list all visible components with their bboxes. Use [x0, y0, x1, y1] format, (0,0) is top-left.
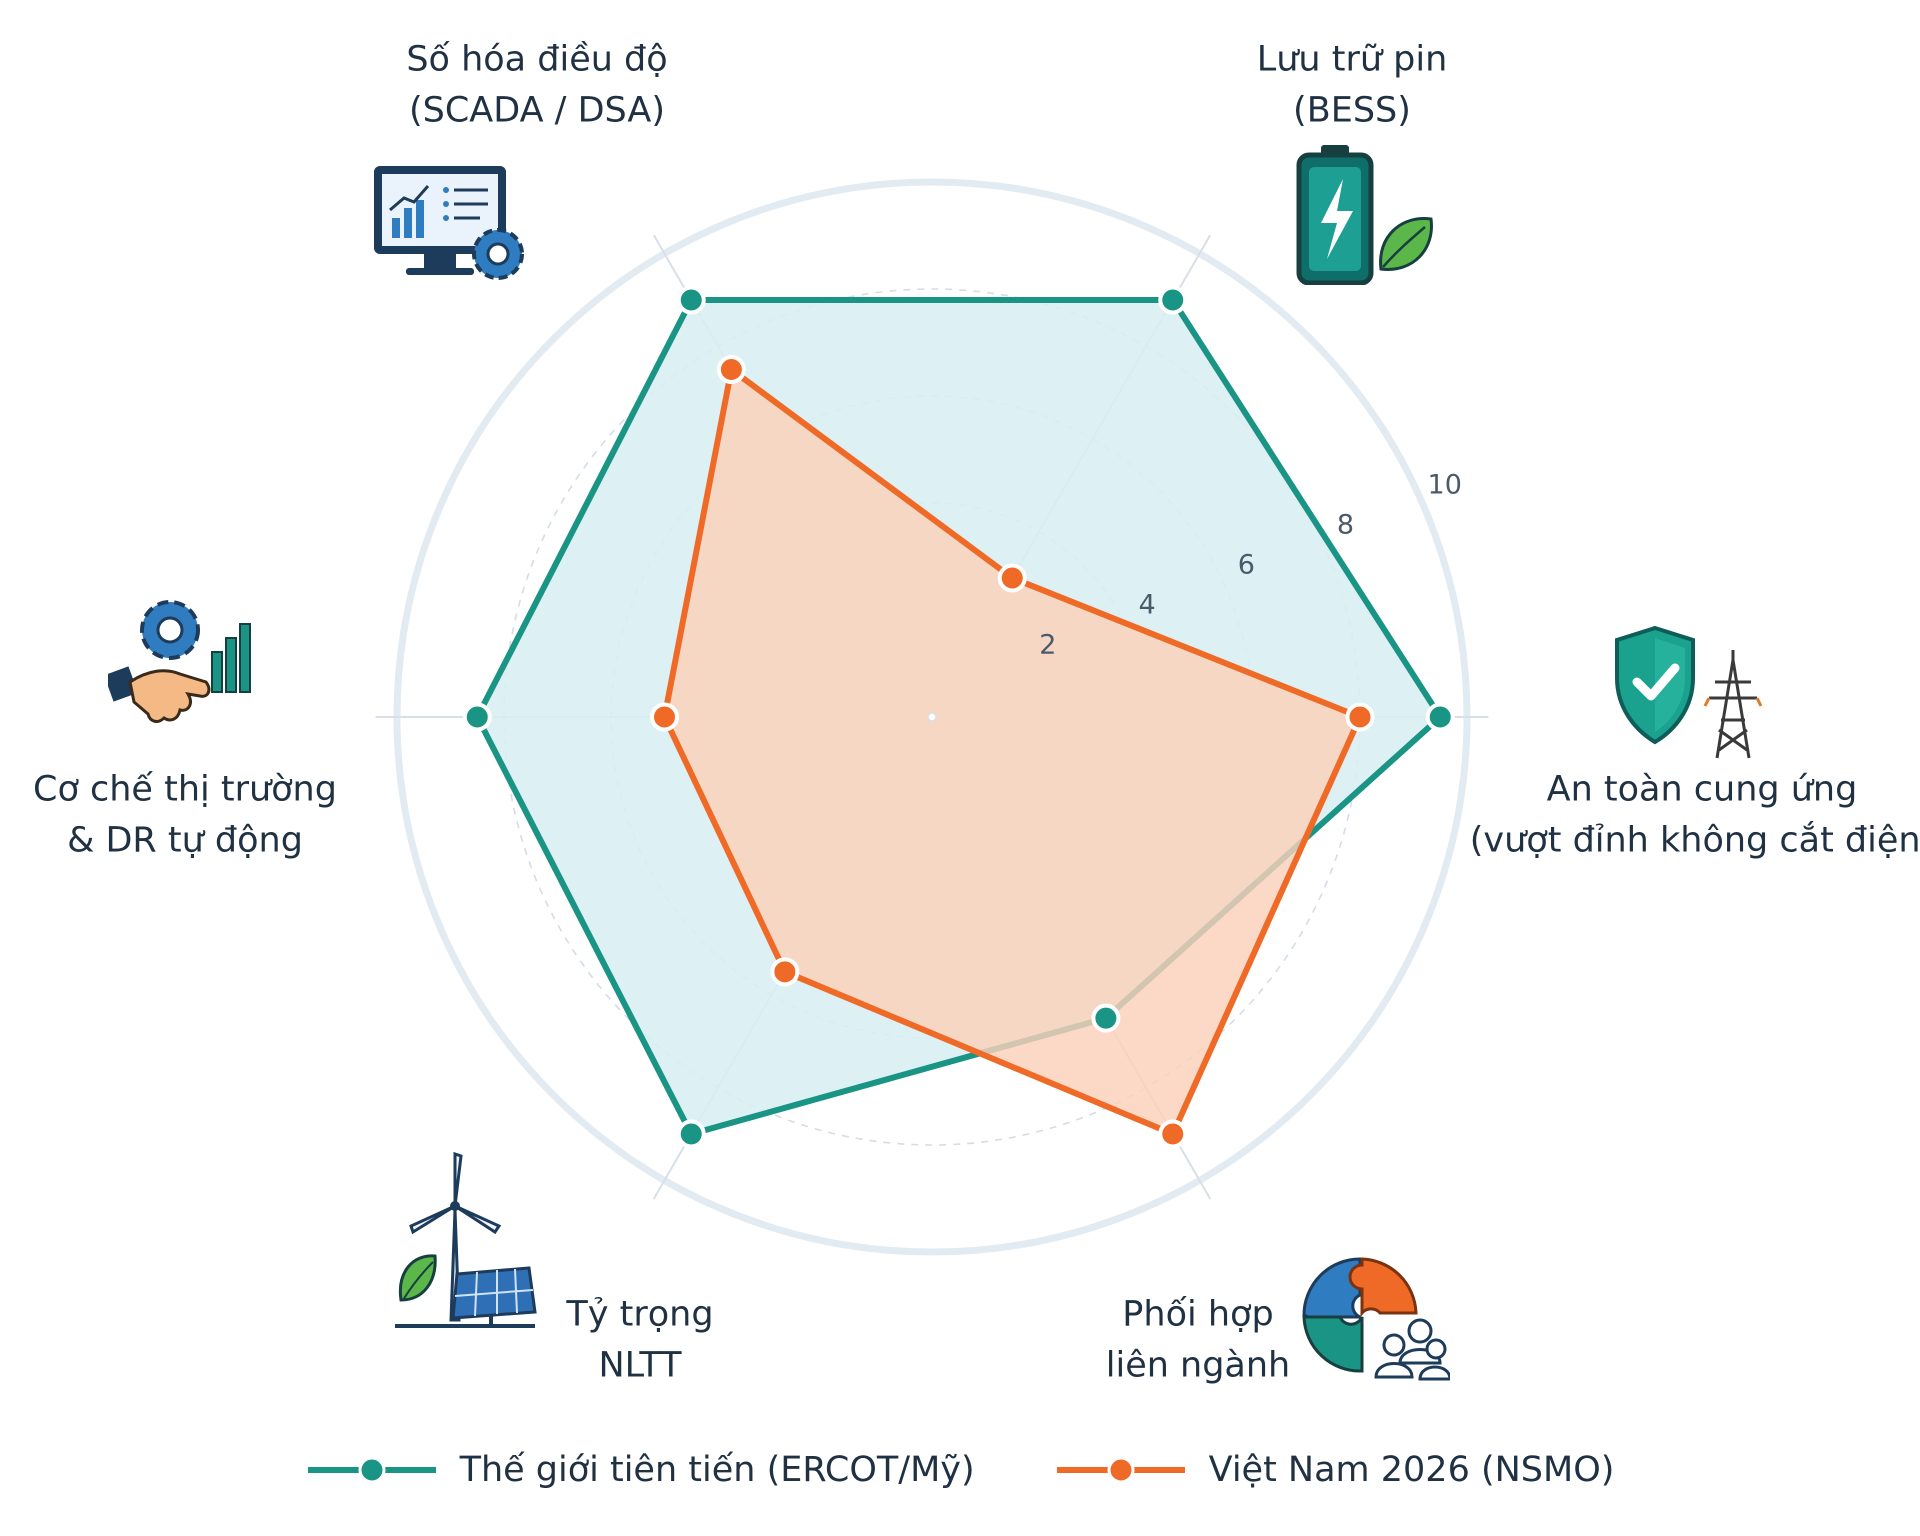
wind-solar-icon [395, 1151, 537, 1328]
axis-label-3-line-2: (SCADA / DSA) [409, 90, 665, 130]
tick-label-4: 4 [1138, 589, 1156, 621]
axis-label-2-line-1: Lưu trữ pin [1256, 39, 1448, 80]
axis-label-2: Lưu trữ pin (BESS) [1257, 34, 1448, 136]
point-s1-2 [1158, 285, 1188, 315]
point-s2-5 [770, 957, 800, 987]
axis-label-2-line-2: (BESS) [1293, 90, 1411, 130]
monitor-gear-icon [374, 166, 524, 280]
point-s1-3 [676, 285, 706, 315]
point-s2-3 [716, 355, 746, 385]
axis-label-3-line-1: Số hóa điều độ [406, 39, 668, 80]
axis-label-1-line-1: An toàn cung ứng [1546, 769, 1858, 810]
point-s1-4 [462, 702, 492, 732]
axis-label-6-line-1: Phối hợp [1122, 1294, 1274, 1335]
handshake-gear-icon [108, 600, 251, 723]
point-s1-1 [1425, 702, 1455, 732]
legend-item-1: Thế giới tiên tiến (ERCOT/Mỹ) [306, 1450, 975, 1490]
axis-label-4-line-1: Cơ chế thị trường [33, 769, 337, 810]
shield-check-pylon-icon [1615, 625, 1763, 759]
tick-label-2: 2 [1039, 629, 1057, 661]
tick-label-8: 8 [1336, 509, 1355, 541]
legend-item-2: Việt Nam 2026 (NSMO) [1055, 1450, 1615, 1490]
axis-label-5-line-1: Tỷ trọng [566, 1294, 714, 1335]
series-areas [474, 297, 1444, 1137]
axis-label-6-line-2: liên ngành [1105, 1345, 1291, 1385]
axis-label-1: An toàn cung ứng (vượt đỉnh không cắt điệ… [1470, 764, 1920, 866]
axis-label-1-line-2: (vượt đỉnh không cắt điện) [1469, 820, 1920, 860]
point-s2-6 [1158, 1119, 1188, 1149]
point-s1-6 [1091, 1003, 1121, 1033]
point-s2-2 [997, 563, 1027, 593]
point-s1-5 [676, 1119, 706, 1149]
battery-leaf-icon [1296, 145, 1433, 285]
axis-label-4: Cơ chế thị trường & DR tự động [33, 764, 337, 866]
axis-label-4-line-2: & DR tự động [67, 820, 303, 860]
legend: Thế giới tiên tiến (ERCOT/Mỹ) Việt Nam 20… [0, 1450, 1920, 1490]
axis-label-3: Số hóa điều độ (SCADA / DSA) [406, 34, 667, 136]
axis-label-6: Phối hợp liên ngành [1106, 1289, 1291, 1391]
axis-label-5-line-2: NLTT [598, 1345, 682, 1385]
legend-marker-1 [307, 1456, 436, 1484]
center-dot [927, 712, 937, 722]
puzzle-people-icon [1302, 1257, 1450, 1381]
legend-label-1: Thế giới tiên tiến (ERCOT/Mỹ) [459, 1450, 975, 1490]
point-s2-1 [1345, 702, 1375, 732]
series-points [462, 285, 1455, 1149]
legend-marker-2 [1056, 1456, 1185, 1484]
point-s2-4 [650, 702, 679, 732]
legend-label-2: Việt Nam 2026 (NSMO) [1208, 1450, 1615, 1490]
tick-label-10: 10 [1427, 469, 1462, 501]
tick-label-6: 6 [1237, 549, 1255, 581]
